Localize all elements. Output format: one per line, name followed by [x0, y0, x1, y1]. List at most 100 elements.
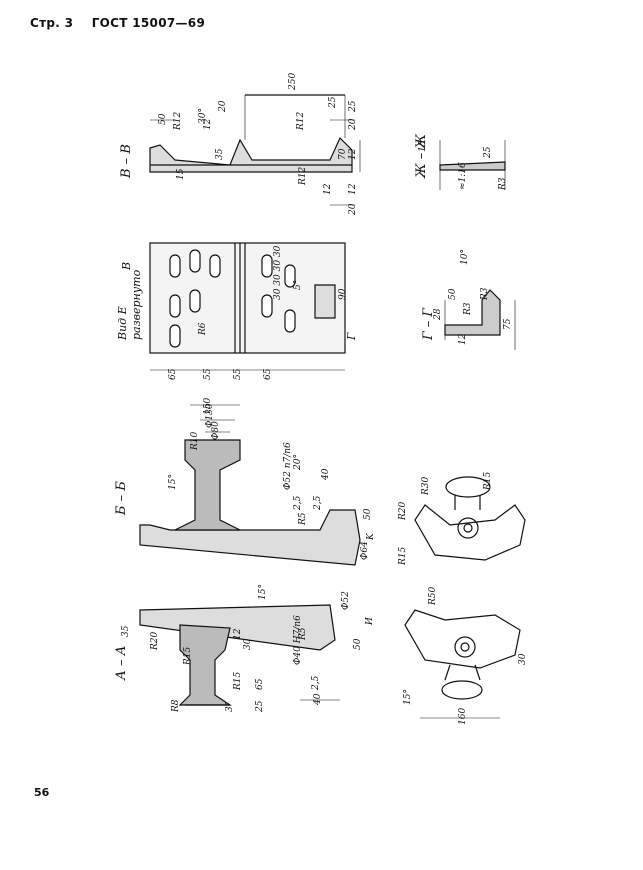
title-zh-zh: Ж – Ж [414, 134, 429, 179]
dim-a-a-10: 15° [258, 584, 268, 600]
dim-iso-top-0: R20 [398, 501, 408, 521]
dim-a-a-3: R15 [233, 671, 243, 691]
page-label: Стр. 3 [30, 16, 74, 30]
dim-v-v-6: R12 [296, 111, 306, 131]
view-e-developed [149, 242, 346, 371]
dim-v-v-15: 20 [348, 203, 358, 216]
dim-b-b-3: R10 [190, 431, 200, 451]
section-b-b [139, 404, 361, 566]
dim-zh-zh-0: 15 [418, 140, 428, 152]
dim-a-a-7: 65 [255, 678, 265, 690]
dim-g-g-3: 28 [433, 308, 443, 321]
dim-a-a-14: 40 [313, 693, 323, 706]
dim-a-a-17: R5 [298, 627, 308, 641]
dim-v-v-11: 35 [215, 148, 225, 160]
dim-iso-top-2: R15 [483, 471, 493, 491]
dim-v-v-10: 15 [176, 168, 186, 180]
dim-b-b-11: R5 [298, 512, 308, 526]
section-a-a [139, 604, 340, 706]
dim-vid-e-0: 65 [168, 368, 178, 380]
dim-g-g-6: 12 [458, 333, 468, 345]
dim-b-b-7: 40 [321, 468, 331, 481]
dim-iso-bottom-0: R50 [428, 586, 438, 606]
dim-v-v-3: 12 [203, 118, 213, 130]
dim-v-v-4: R12 [173, 111, 183, 131]
dim-zh-zh-2: ≈1:16 [458, 162, 468, 190]
title-a-a: А – А [114, 646, 129, 681]
dim-zh-zh-3: R3 [498, 177, 508, 191]
dim-vid-e-6: R6 [198, 322, 208, 336]
dim-g-g-1: 50 [448, 288, 458, 300]
dim-a-a-6: 25 [255, 700, 265, 713]
dim-a-a-2: R15 [183, 646, 193, 666]
dim-g-g-5: 75 [503, 318, 513, 330]
subtitle-vid-e: развернуто [130, 269, 143, 340]
dim-vid-e-2: 55 [233, 368, 243, 380]
dim-b-b-2: Φ80 [211, 421, 221, 440]
dim-v-v-9: 50 [158, 113, 168, 125]
dim-v-v-16: R12 [298, 166, 308, 186]
dim-a-a-12: Φ52 [341, 591, 351, 610]
dim-a-a-0: R20 [150, 631, 160, 651]
dim-iso-bottom-3: 30 [518, 653, 528, 665]
dim-v-v-8: 20 [348, 118, 358, 131]
dim-b-b-13: K [366, 532, 376, 541]
dim-a-a-8: 12 [233, 628, 243, 640]
dim-zh-zh-1: 25 [483, 146, 493, 159]
dim-vid-e-5: 30 30 30 30 [273, 245, 283, 300]
dim-v-v-5: 30° [198, 108, 208, 124]
dim-b-b-0: 150 [203, 398, 213, 415]
section-zh-zh [439, 140, 506, 190]
dim-iso-bottom-2: 160 [458, 708, 468, 725]
isometric-view-lower [404, 609, 521, 719]
dim-v-v-17: 12 [323, 183, 333, 195]
dim-b-b-1: Φ130 [205, 403, 215, 428]
dim-a-a-9: 30 [243, 638, 253, 650]
dim-iso-top-1: R30 [421, 476, 431, 496]
dim-g-g-2: R3 [480, 287, 490, 301]
dim-a-a-15: 2,5 [311, 675, 321, 691]
dim-a-a-4: R8 [171, 699, 181, 713]
dim-a-a-1: 35 [121, 625, 131, 637]
title-vid-e: Вид Е [116, 306, 129, 341]
dim-g-g-0: 10° [460, 249, 470, 265]
dim-a-a-11: Φ40 H7/n6 [293, 615, 303, 665]
title-v-v: В – В [119, 144, 134, 179]
standard-number: ГОСТ 15007—69 [91, 16, 206, 30]
dim-g-g-4: R3 [463, 302, 473, 316]
page-header: Стр. 3 ГОСТ 15007—69 [30, 16, 219, 30]
mark-g: Г [345, 332, 358, 341]
dim-b-b-10: Φ64 [360, 541, 370, 560]
dim-v-v-2: 20 [218, 100, 228, 113]
dim-iso-top-3: R15 [398, 546, 408, 566]
dim-vid-e-7: 5° [293, 280, 303, 290]
dim-b-b-4: 15° [168, 474, 178, 490]
dim-v-v-7: 25 [348, 100, 358, 113]
dim-a-a-13: И [365, 617, 375, 626]
dim-vid-e-4: 90 [338, 288, 348, 300]
dim-vid-e-3: 65 [263, 368, 273, 380]
dim-a-a-16: 50 [353, 638, 363, 650]
dim-iso-bottom-1: 15° [403, 689, 413, 705]
dim-b-b-6: 20° [293, 454, 303, 471]
dim-v-v-1: 25 [328, 96, 338, 109]
dim-b-b-9: 50 [363, 508, 373, 520]
title-b-b: Б – Б [114, 481, 129, 516]
dim-b-b-8: 2,5 [313, 495, 323, 511]
dim-a-a-5: 3° [225, 702, 235, 712]
dim-v-v-14: 12 [348, 183, 358, 195]
dim-b-b-5: Φ52 n7/n6 [283, 442, 293, 490]
section-v-v [149, 94, 361, 206]
dim-v-v-13: 70 [338, 148, 348, 160]
dim-vid-e-1: 55 [203, 368, 213, 380]
dim-v-v-12: 12 [348, 148, 358, 160]
page-number: 56 [34, 786, 50, 799]
dim-v-v-0: 250 [288, 73, 298, 91]
title-g-g: Г – Г [421, 308, 436, 341]
section-g-g [444, 289, 516, 350]
dim-b-b-12: 2,5 [293, 495, 303, 511]
isometric-view-upper [414, 476, 526, 561]
mark-v: В [120, 262, 133, 271]
